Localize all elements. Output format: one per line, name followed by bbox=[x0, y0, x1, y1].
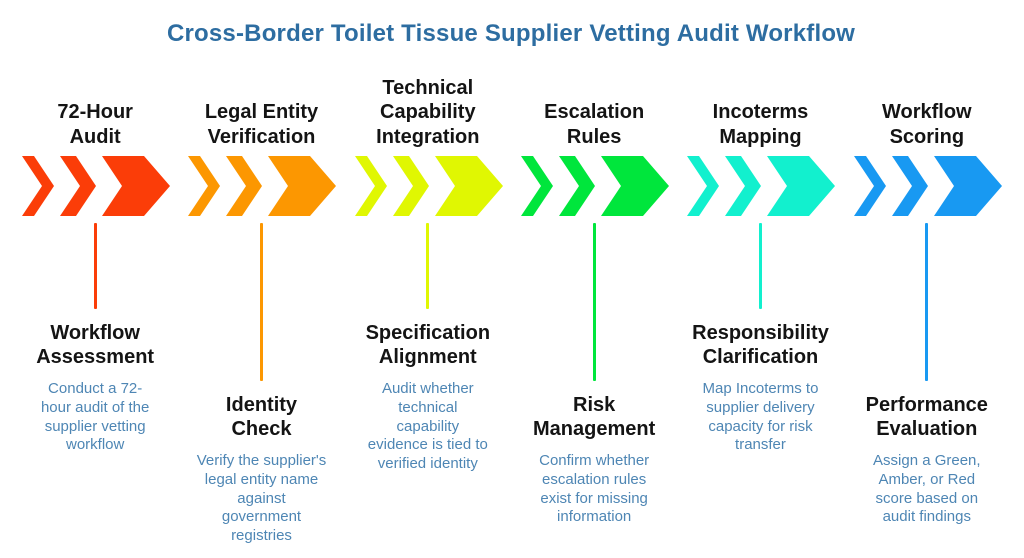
stage-title: Legal Entity Verification bbox=[204, 101, 319, 148]
chevron-small-icon bbox=[521, 156, 554, 216]
chevron-medium-icon bbox=[392, 156, 429, 216]
connector-line bbox=[592, 223, 596, 381]
chevron-small-icon bbox=[354, 156, 387, 216]
chevron-small-icon bbox=[188, 156, 221, 216]
chevron-arrow-icon bbox=[188, 156, 337, 216]
stage-title: Workflow Scoring bbox=[881, 101, 972, 148]
chevron-medium-icon bbox=[559, 156, 596, 216]
chevron-arrow-icon bbox=[22, 156, 171, 216]
arrow-large-icon bbox=[102, 156, 171, 216]
stage-title: Incoterms Mapping bbox=[712, 101, 809, 148]
stage-description: Verify the supplier's legal entity name … bbox=[196, 452, 327, 544]
stage-title: Technical Capability Integration bbox=[376, 76, 480, 148]
arrow-large-icon bbox=[601, 156, 670, 216]
stage-description: Map Incoterms to supplier delivery capac… bbox=[702, 380, 819, 454]
chevron-arrow-icon bbox=[521, 156, 670, 216]
chevron-medium-icon bbox=[60, 156, 97, 216]
stage-title: 72-Hour Audit bbox=[57, 101, 133, 148]
stage-column-legal-entity-verification: Legal Entity Verification Identity Check… bbox=[178, 60, 344, 546]
arrow-large-icon bbox=[268, 156, 337, 216]
chevron-medium-icon bbox=[891, 156, 928, 216]
stage-description: Confirm whether escalation rules exist f… bbox=[539, 452, 650, 526]
stage-column-technical-capability-integration: Technical Capability Integration Specifi… bbox=[345, 60, 511, 546]
chevron-arrow-icon bbox=[687, 156, 836, 216]
connector-line bbox=[259, 223, 263, 381]
stage-column-workflow-scoring: Workflow Scoring Performance Evaluation … bbox=[844, 60, 1010, 546]
arrow-large-icon bbox=[933, 156, 1002, 216]
chevron-arrow-icon bbox=[354, 156, 503, 216]
chevron-arrow-icon bbox=[853, 156, 1002, 216]
stage-column-escalation-rules: Escalation Rules Risk Management Confirm… bbox=[511, 60, 677, 546]
stage-subtitle: Performance Evaluation bbox=[865, 394, 988, 440]
stage-description: Audit whether technical capability evide… bbox=[367, 380, 488, 472]
stage-subtitle: Risk Management bbox=[533, 394, 656, 440]
stage-subtitle: Workflow Assessment bbox=[36, 322, 155, 368]
connector-line bbox=[925, 223, 929, 381]
page-title: Cross-Border Toilet Tissue Supplier Vett… bbox=[166, 20, 856, 47]
chevron-small-icon bbox=[687, 156, 720, 216]
stage-subtitle: Specification Alignment bbox=[365, 322, 491, 368]
stage-column-incoterms-mapping: Incoterms Mapping Responsibility Clarifi… bbox=[677, 60, 843, 546]
stages-row: 72-Hour Audit Workflow Assessment Conduc… bbox=[12, 60, 1010, 546]
stage-column-72-hour-audit: 72-Hour Audit Workflow Assessment Conduc… bbox=[12, 60, 178, 546]
arrow-large-icon bbox=[434, 156, 503, 216]
chevron-medium-icon bbox=[226, 156, 263, 216]
arrow-large-icon bbox=[767, 156, 836, 216]
stage-subtitle: Identity Check bbox=[225, 394, 298, 440]
stage-description: Assign a Green, Amber, or Red score base… bbox=[873, 452, 981, 526]
stage-title: Escalation Rules bbox=[544, 101, 645, 148]
connector-line bbox=[93, 223, 97, 309]
chevron-small-icon bbox=[22, 156, 55, 216]
connector-line bbox=[426, 223, 430, 309]
connector-line bbox=[758, 223, 762, 309]
stage-description: Conduct a 72- hour audit of the supplier… bbox=[40, 380, 150, 454]
chevron-small-icon bbox=[853, 156, 886, 216]
stage-subtitle: Responsibility Clarification bbox=[692, 322, 829, 368]
chevron-medium-icon bbox=[725, 156, 762, 216]
